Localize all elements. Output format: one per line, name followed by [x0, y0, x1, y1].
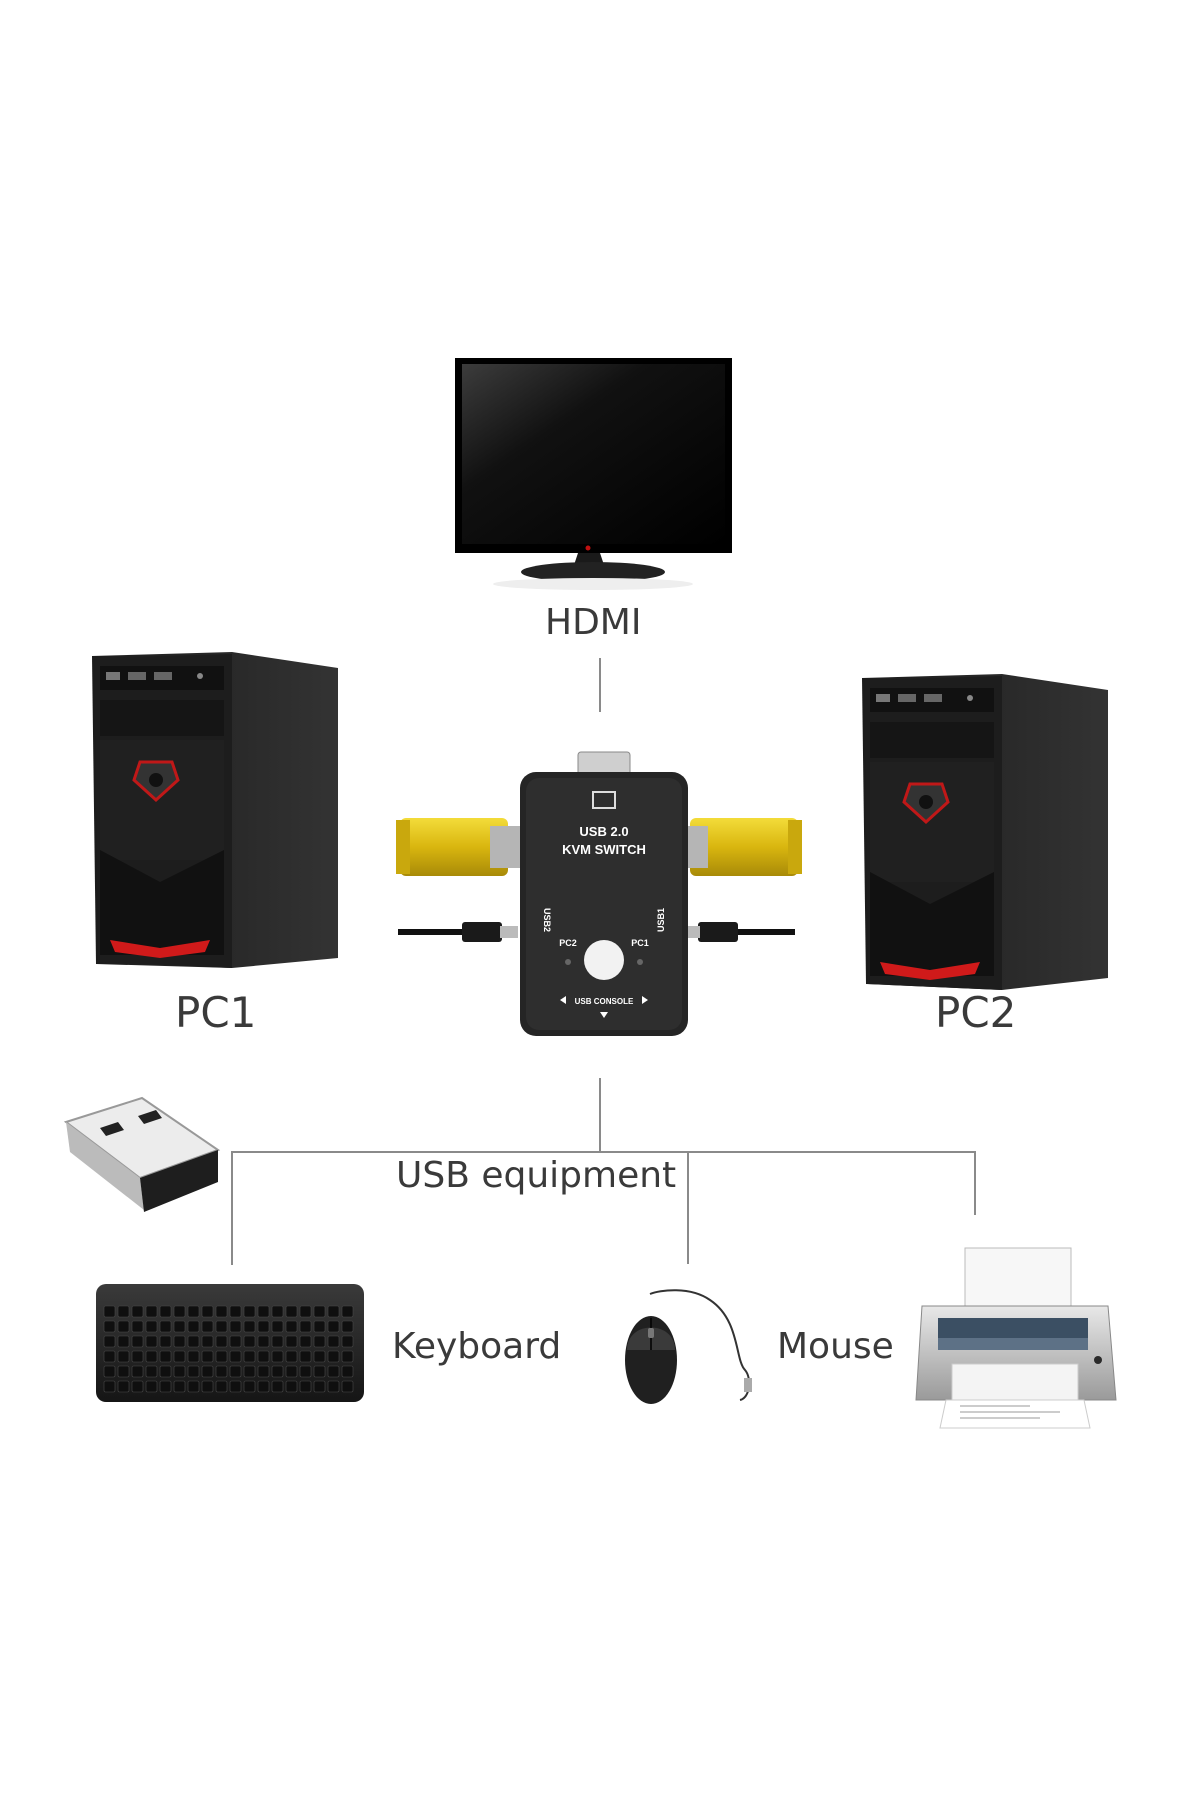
- printer-icon: [915, 1247, 1117, 1429]
- kvm-port-pc1: PC1: [631, 938, 649, 948]
- kvm-console-label: USB CONSOLE: [575, 997, 634, 1006]
- kvm-port-pc2: PC2: [559, 938, 577, 948]
- kvm-title-line1: USB 2.0: [579, 824, 628, 839]
- mouse-label: Mouse: [777, 1326, 894, 1367]
- connector-lines: [231, 658, 976, 1265]
- keyboard-icon: [96, 1284, 364, 1402]
- mouse-icon: [625, 1289, 752, 1404]
- hdmi-label: HDMI: [545, 602, 642, 643]
- usb-equipment-label: USB equipment: [396, 1155, 677, 1196]
- usb-dongle-icon: [63, 1096, 221, 1212]
- kvm-select-button: [584, 940, 624, 980]
- keyboard-label: Keyboard: [392, 1326, 562, 1367]
- pc1-label: PC1: [175, 988, 257, 1037]
- kvm-usb2: USB2: [542, 908, 552, 932]
- pc2-tower-icon: [862, 674, 1108, 990]
- pc1-tower-icon: [92, 652, 338, 968]
- kvm-usb1: USB1: [656, 908, 666, 932]
- monitor-icon: [455, 358, 732, 590]
- kvm-switch-icon: USB 2.0 KVM SWITCH PC2 PC1 USB2 USB1 USB…: [396, 751, 802, 1036]
- kvm-title-line2: KVM SWITCH: [562, 842, 646, 857]
- pc2-label: PC2: [935, 988, 1017, 1037]
